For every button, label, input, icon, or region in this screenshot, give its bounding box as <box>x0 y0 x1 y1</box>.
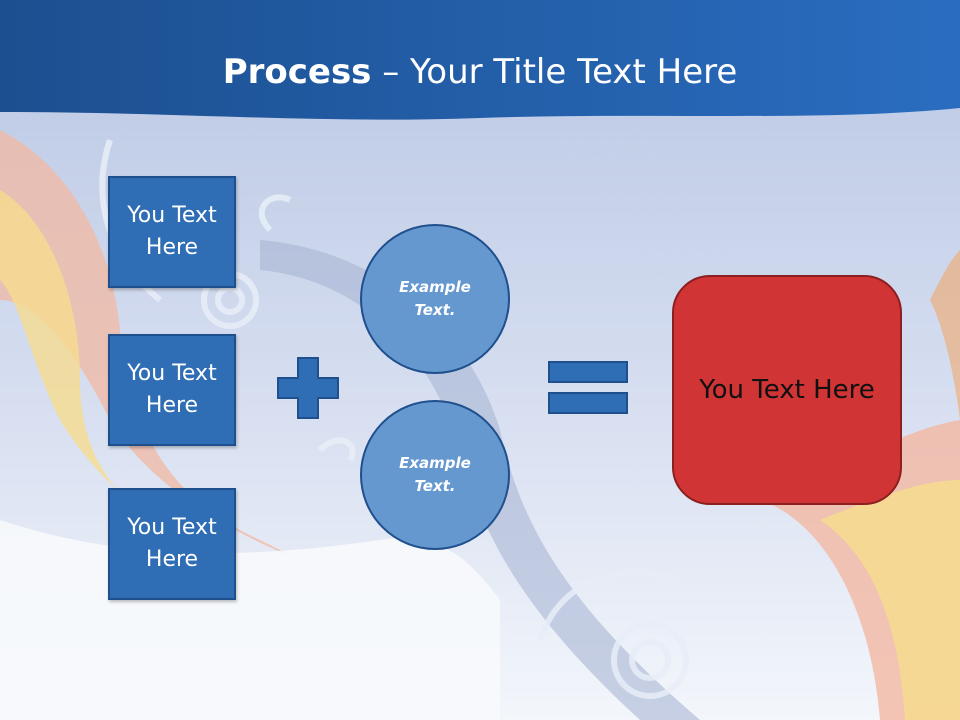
circle-2[interactable]: Example Text. <box>360 400 510 550</box>
slide-title: Process – Your Title Text Here <box>0 52 960 92</box>
title-bold: Process <box>222 52 372 92</box>
circle-2-label: Example Text. <box>399 454 471 495</box>
circle-1[interactable]: Example Text. <box>360 224 510 374</box>
plus-icon <box>277 357 339 419</box>
result-box-label: You Text Here <box>699 375 875 405</box>
left-box-3[interactable]: You Text Here <box>108 488 236 600</box>
result-box[interactable]: You Text Here <box>672 275 902 505</box>
left-box-1[interactable]: You Text Here <box>108 176 236 288</box>
equals-icon <box>548 361 628 414</box>
left-box-2-label: You Text Here <box>127 361 217 418</box>
left-box-2[interactable]: You Text Here <box>108 334 236 446</box>
left-box-1-label: You Text Here <box>127 203 217 260</box>
title-rest: – Your Title Text Here <box>371 52 738 92</box>
circle-1-label: Example Text. <box>399 278 471 319</box>
left-box-3-label: You Text Here <box>127 515 217 572</box>
